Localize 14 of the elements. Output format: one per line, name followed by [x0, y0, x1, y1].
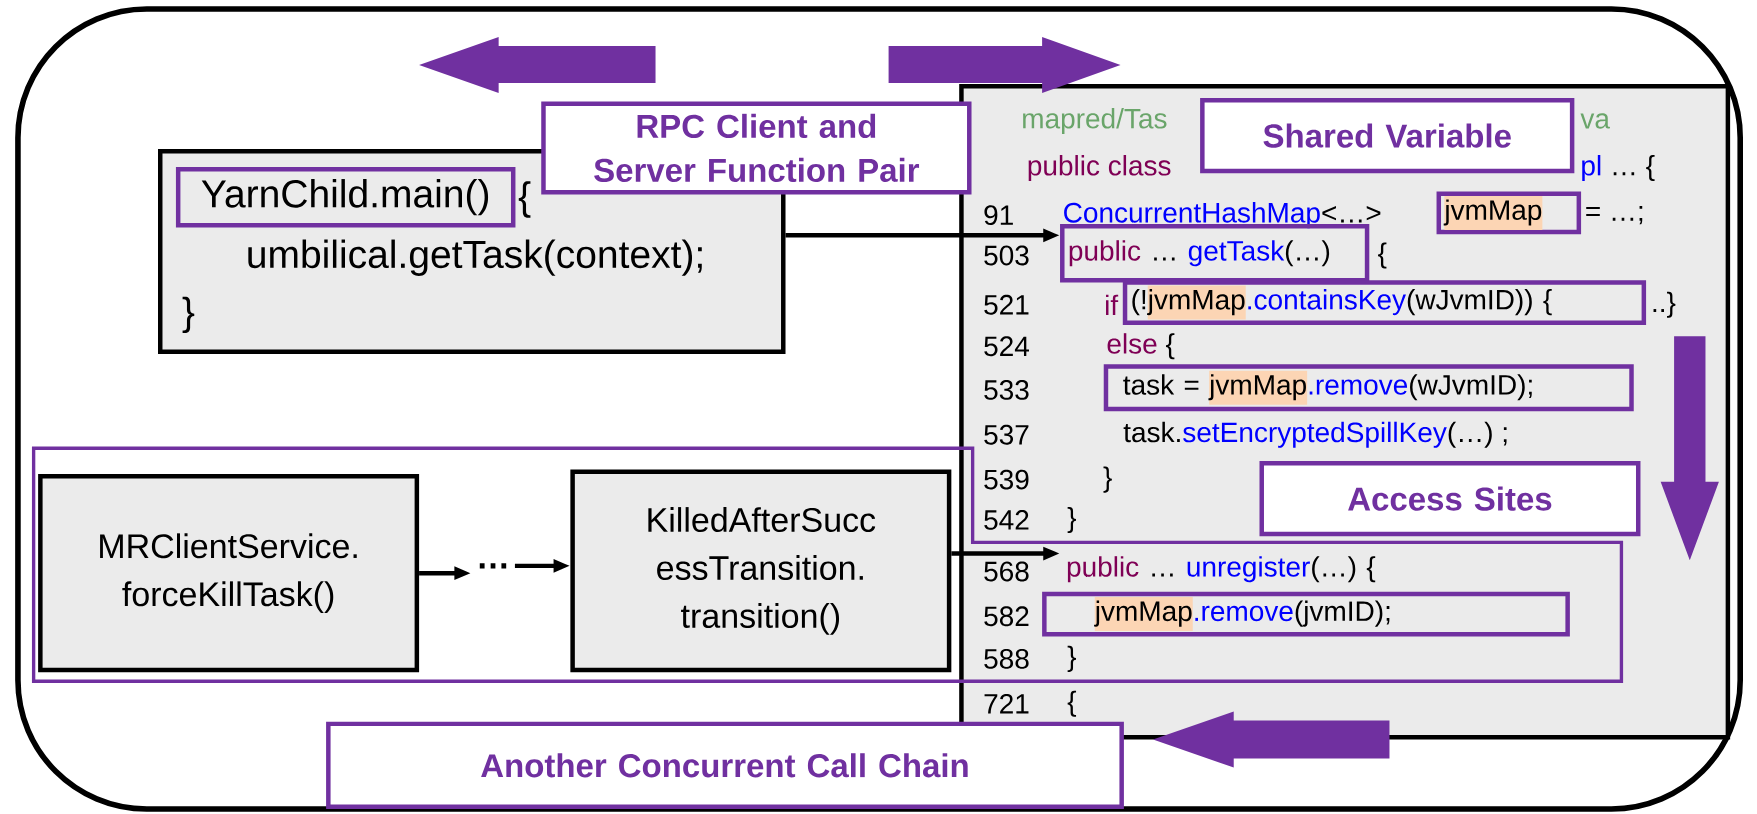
highlight-box: (!jvmMap.containsKey(wJvmID)) { [1122, 280, 1647, 326]
highlight-box: task = jvmMap.remove(wJvmID); [1103, 364, 1634, 412]
ellipsis: … [479, 563, 507, 569]
callout-box: Shared Variable [1200, 98, 1575, 174]
highlight-box: jvmMap.remove(jvmID); [1042, 591, 1570, 637]
highlight-box: public … getTask(…) [1060, 224, 1370, 283]
function-box: KilledAfterSucc essTransition. transition() [570, 469, 952, 673]
callout-box: Another Concurrent Call Chain [326, 721, 1124, 810]
callout-box: Access Sites [1259, 461, 1641, 537]
highlight-box: jvmMap [1436, 191, 1582, 235]
code-line: public … unregister(…) { [1067, 556, 1376, 583]
highlight-box: YarnChild.main() [175, 167, 516, 228]
function-box: MRClientService. forceKillTask() [38, 474, 420, 673]
callout-box: RPC Client and Server Function Pair [541, 101, 972, 195]
